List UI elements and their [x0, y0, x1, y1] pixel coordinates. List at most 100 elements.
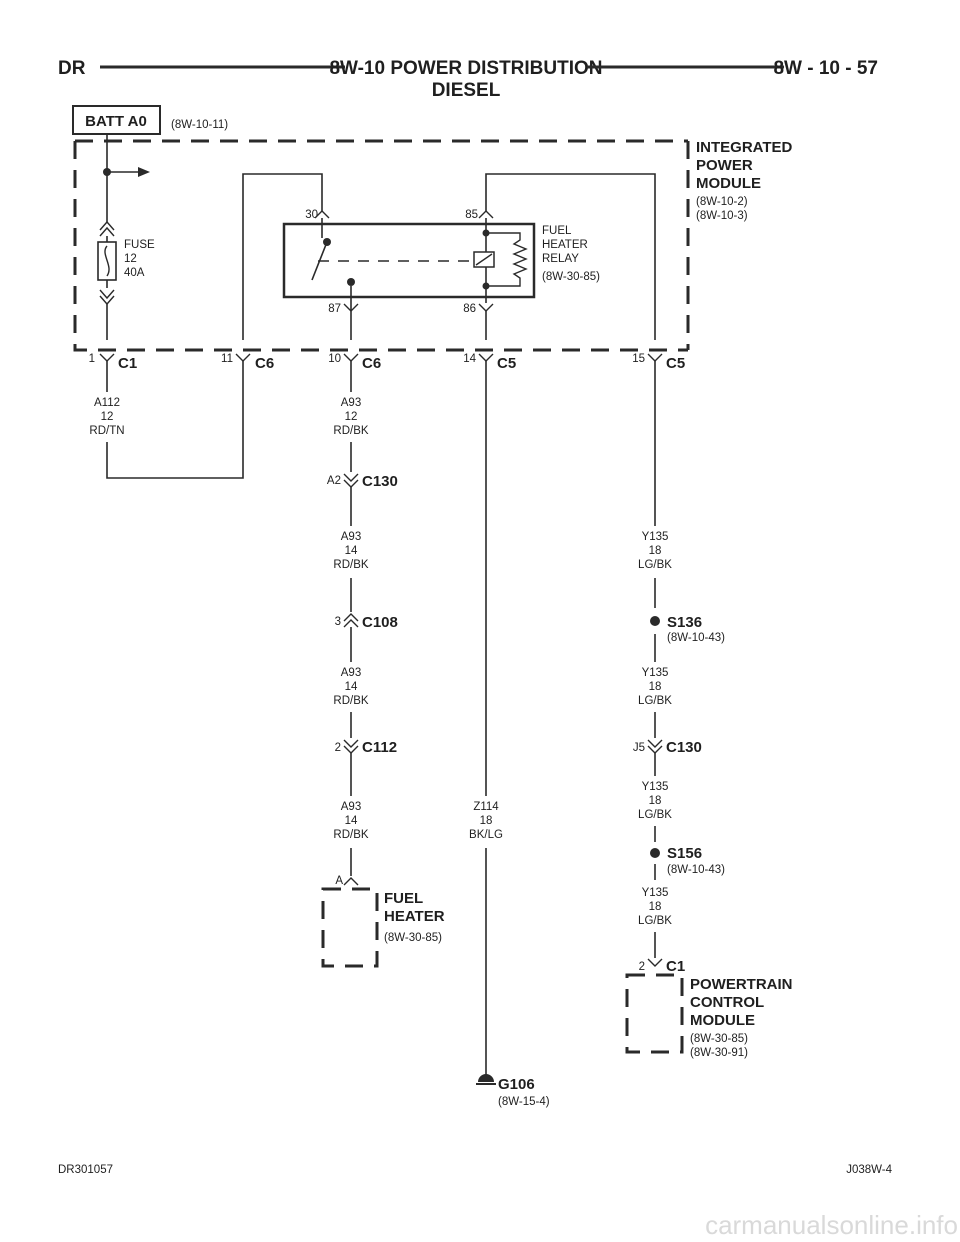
ground-g106[interactable]: G106 (8W-15-4)	[476, 1074, 550, 1108]
wire-a93-3-circuit: A93	[341, 667, 361, 679]
wire-a93-4-circuit: A93	[341, 801, 361, 813]
connector-pin: A2	[327, 475, 341, 487]
fuse-label-2: 12	[124, 253, 137, 265]
wire-z114-color: BK/LG	[469, 829, 503, 841]
pcm-dashed-outline	[625, 973, 684, 1054]
wire-a93-path: A93 12 RD/BK A2 C130 A93 14 RD/BK 3 C108…	[327, 361, 398, 887]
wire-a93-1-color: RD/BK	[333, 425, 368, 437]
relay-pin-86: 86	[463, 303, 476, 315]
connector-c130-pin-a2[interactable]: A2 C130	[327, 473, 398, 490]
integrated-power-module: INTEGRATED POWER MODULE (8W-10-2) (8W-10…	[73, 139, 793, 352]
connector-c1-pin-1[interactable]: 1 C1	[89, 353, 138, 372]
connector-pin: J5	[633, 742, 645, 754]
ipm-dashed-outline	[73, 139, 690, 352]
ipm-ref-1[interactable]: (8W-10-2)	[696, 196, 748, 208]
connector-c1-pin-2[interactable]: 2 C1	[639, 958, 686, 975]
pcm-title-3: MODULE	[690, 1012, 755, 1029]
fuel-heater-title-1: FUEL	[384, 890, 423, 907]
relay-pin-85-terminal-icon	[478, 210, 494, 219]
wire-a93-4-color: RD/BK	[333, 829, 368, 841]
connector-pin: 2	[639, 961, 645, 973]
wire-z114-path: Z114 18 BK/LG G106 (8W-15-4)	[469, 361, 550, 1108]
connector-c6-pin-11[interactable]: 11 C6	[221, 353, 274, 372]
fuse-12-circuit: FUSE 12 40A	[97, 134, 155, 340]
wire-y135-2-color: LG/BK	[638, 695, 672, 707]
wire-y135-4-color: LG/BK	[638, 915, 672, 927]
splice-s156[interactable]: S156 (8W-10-43)	[650, 845, 725, 876]
connector-c5-pin-14[interactable]: 14 C5	[463, 353, 516, 372]
ground-ref[interactable]: (8W-15-4)	[498, 1096, 550, 1108]
batt-a0-ref[interactable]: (8W-10-11)	[171, 119, 228, 131]
batt-a0-label: BATT A0 (8W-10-11)	[72, 105, 228, 135]
wire-z114-circuit: Z114	[473, 801, 499, 813]
wire-y135-4-circuit: Y135	[642, 887, 669, 899]
powertrain-control-module: POWERTRAIN CONTROL MODULE (8W-30-85) (8W…	[625, 973, 793, 1059]
splice-ref[interactable]: (8W-10-43)	[667, 632, 725, 644]
fuel-heater-dashed-outline	[321, 887, 379, 968]
relay-coil-slash	[475, 253, 493, 266]
fuel-heater-title-2: HEATER	[384, 908, 445, 925]
wire-y135-4-gauge: 18	[649, 901, 662, 913]
pcm-title-1: POWERTRAIN	[690, 976, 793, 993]
relay-pin-87: 87	[328, 303, 341, 315]
wire-a93-4-gauge: 14	[345, 815, 358, 827]
page-number: 8W - 10 - 57	[773, 58, 878, 79]
connector-terminal-icon	[343, 739, 359, 754]
wire-a93-1-circuit: A93	[341, 397, 361, 409]
splice-s136[interactable]: S136 (8W-10-43)	[650, 614, 725, 644]
wire-a112: A112 12 RD/TN	[89, 361, 244, 479]
connector-pin: 14	[463, 353, 476, 365]
connector-terminal-icon	[478, 353, 494, 362]
ipm-title-3: MODULE	[696, 175, 761, 192]
connector-c130-pin-j5[interactable]: J5 C130	[633, 739, 702, 756]
wire-z114-gauge: 18	[480, 815, 493, 827]
wire-y135-2-circuit: Y135	[642, 667, 669, 679]
wire-a93-2-gauge: 14	[345, 545, 358, 557]
connector-c5-pin-15[interactable]: 15 C5	[632, 353, 685, 372]
wire-a93-1-gauge: 12	[345, 411, 358, 423]
fuel-heater-ref[interactable]: (8W-30-85)	[384, 932, 442, 944]
connector-c6-pin-10[interactable]: 10 C6	[328, 353, 381, 372]
connector-terminal-icon	[647, 958, 663, 967]
wire-a112-color: RD/TN	[89, 425, 124, 437]
wire-y135-3-circuit: Y135	[642, 781, 669, 793]
connector-name: C5	[666, 355, 685, 372]
pcm-ref-2[interactable]: (8W-30-91)	[690, 1047, 748, 1059]
relay-ref[interactable]: (8W-30-85)	[542, 271, 600, 283]
ipm-internal-wires	[242, 173, 656, 340]
connector-c108-pin-3[interactable]: 3 C108	[335, 613, 398, 631]
connector-name: C1	[118, 355, 137, 372]
fuse-element-icon	[104, 245, 110, 277]
connector-name: C130	[666, 739, 702, 756]
batt-branch-arrow-icon	[138, 167, 150, 177]
ground-icon	[478, 1074, 494, 1082]
connector-name: C6	[362, 355, 381, 372]
splice-ref[interactable]: (8W-10-43)	[667, 864, 725, 876]
wire-y135-2-gauge: 18	[649, 681, 662, 693]
connector-terminal-icon	[235, 353, 251, 362]
wire-a93-2-circuit: A93	[341, 531, 361, 543]
relay-contact-87	[347, 278, 355, 286]
connector-pin: 2	[335, 742, 341, 754]
connector-terminal-icon	[647, 353, 663, 362]
ipm-title-2: POWER	[696, 157, 753, 174]
connector-pin: 10	[328, 353, 341, 365]
connector-name: C108	[362, 614, 398, 631]
wire-a93-3-gauge: 14	[345, 681, 358, 693]
fuel-heater-component: FUEL HEATER (8W-30-85)	[321, 887, 445, 968]
connector-name: C5	[497, 355, 516, 372]
wire-y135-1-circuit: Y135	[642, 531, 669, 543]
ipm-ref-2[interactable]: (8W-10-3)	[696, 210, 748, 222]
connector-c112-pin-2[interactable]: 2 C112	[335, 739, 397, 756]
pcm-title-2: CONTROL	[690, 994, 764, 1011]
splice-name: S156	[667, 845, 702, 862]
ipm-title-1: INTEGRATED	[696, 139, 793, 156]
wire-pin85-to-c5-15	[485, 173, 656, 340]
pcm-ref-1[interactable]: (8W-30-85)	[690, 1033, 748, 1045]
relay-resistor-icon	[486, 232, 528, 287]
batt-a0-box	[72, 105, 161, 135]
fuse-top-terminal-icon	[99, 220, 115, 237]
connector-terminal-icon	[647, 739, 663, 754]
footer-fig-id: J038W-4	[846, 1164, 892, 1176]
